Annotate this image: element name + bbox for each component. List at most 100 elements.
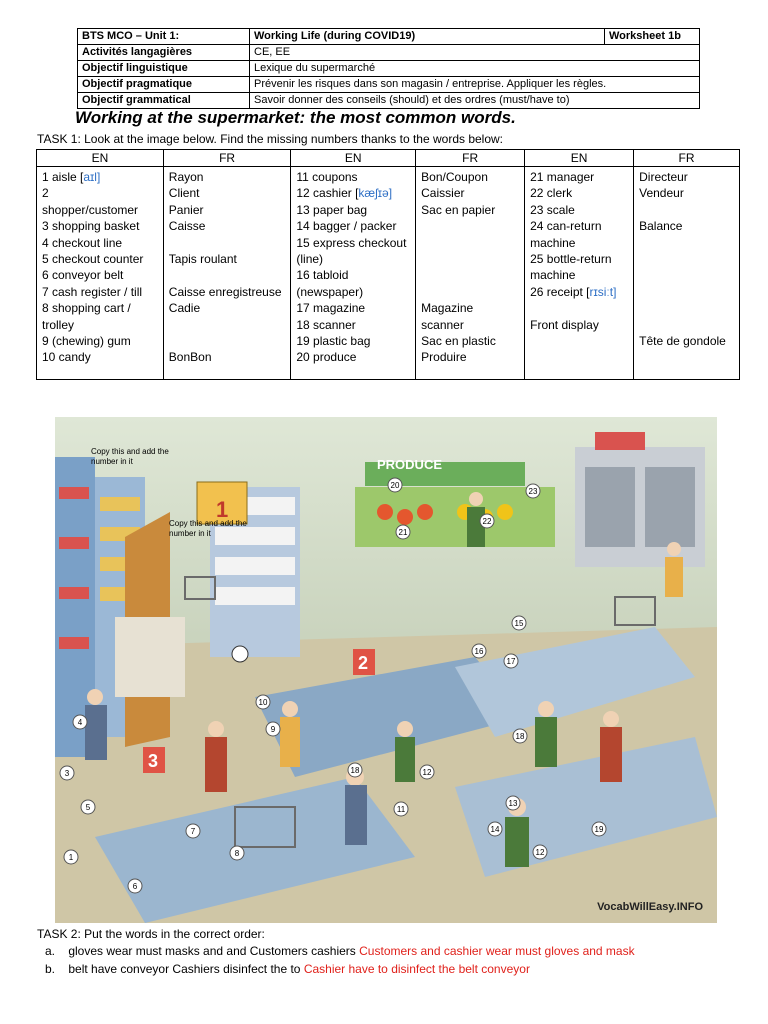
marker: 17 [503, 653, 519, 669]
vocab-entry: Caissier [421, 186, 465, 201]
svg-text:7: 7 [191, 827, 196, 836]
marker: 4 [72, 714, 88, 730]
vocab-entry: 19 plastic bag [296, 334, 371, 349]
marker: 12 [532, 844, 548, 860]
unit-cell: BTS MCO – Unit 1: [77, 28, 250, 45]
vocab-entry [421, 284, 521, 300]
blank-marker [231, 645, 249, 663]
vocab-entry: 9 (chewing) gum [42, 334, 131, 349]
svg-text:17: 17 [507, 657, 516, 666]
marker: 15 [511, 615, 527, 631]
vocab-entry: 1 aisle [aɪl] [42, 170, 101, 184]
svg-text:16: 16 [475, 647, 484, 656]
vocab-entry: BonBon [168, 350, 212, 365]
vocab-entry [421, 251, 521, 267]
svg-text:20: 20 [391, 481, 400, 490]
vocab-entry [639, 202, 736, 218]
header-label: Objectif linguistique [77, 60, 250, 77]
col-header: EN [524, 149, 635, 167]
svg-text:15: 15 [515, 619, 524, 628]
marker: 16 [471, 643, 487, 659]
vocab-entry: 14 bagger / packer [296, 219, 397, 234]
marker: 9 [265, 721, 281, 737]
vocab-entry: 23 scale [530, 202, 575, 217]
vocab-entry: Vendeur [639, 186, 684, 201]
vocab-entry [639, 267, 736, 283]
vocab-entry [169, 267, 288, 283]
vocab-entry: 24 can-return [530, 219, 602, 234]
vocab-entry: 12 cashier [kæʃɪə] [296, 186, 393, 201]
marker: 8 [229, 845, 245, 861]
svg-text:13: 13 [509, 799, 518, 808]
vocab-entry [169, 333, 288, 349]
svg-text:3: 3 [65, 769, 70, 778]
marker: 7 [185, 823, 201, 839]
svg-text:1: 1 [69, 853, 74, 862]
vocab-entry: 17 magazine [296, 301, 366, 316]
vocab-entry [639, 284, 736, 300]
shelves-illustration [55, 432, 717, 923]
vocab-entry: 6 conveyor belt [42, 268, 124, 283]
phonetic-transcription: kæʃɪə] [358, 186, 393, 201]
marker: 18 [347, 762, 363, 778]
svg-text:23: 23 [529, 487, 538, 496]
marker: 10 [255, 694, 271, 710]
svg-text:6: 6 [133, 882, 138, 891]
marker: 22 [479, 513, 495, 529]
number-markers: 20 21 22 23 17 16 15 10 9 4 3 5 1 7 8 6 … [59, 477, 607, 894]
vocab-entry [639, 235, 736, 251]
page-title: Working at the supermarket: the most com… [75, 108, 516, 127]
vocab-entry: Tapis roulant [168, 252, 237, 267]
marker: 21 [395, 524, 411, 540]
vocab-entry: Caisse enregistreuse [168, 284, 282, 299]
header-label: Objectif pragmatique [77, 76, 250, 93]
lane-sign-3: 3 [148, 751, 158, 771]
marker: 20 [387, 477, 403, 493]
header-value: Prévenir les risques dans son magasin / … [249, 76, 700, 93]
marker: 11 [393, 801, 409, 817]
vocab-entry: 15 express checkout [296, 235, 407, 250]
item-prompt: belt have conveyor Cashiers disinfect th… [68, 962, 301, 976]
worksheet-cell: Worksheet 1b [604, 28, 700, 45]
vocab-entry [421, 235, 521, 251]
marker: 19 [591, 821, 607, 837]
people-illustration [85, 492, 683, 867]
marker: 12 [419, 764, 435, 780]
col-header: FR [633, 149, 740, 167]
vocab-entry: Directeur [639, 170, 688, 184]
vocab-entry: trolley [42, 317, 75, 332]
item-prompt: gloves wear must masks and and Customers… [68, 944, 356, 958]
svg-text:10: 10 [259, 698, 268, 707]
image-credit: VocabWillEasy.INFO [597, 901, 703, 913]
vocab-entry: machine [530, 268, 576, 283]
svg-text:11: 11 [397, 805, 406, 814]
item-label: a. [45, 944, 56, 958]
task2-title: TASK 2: Put the words in the correct ord… [37, 927, 265, 941]
copy-note-2: Copy this and add the number in it [169, 519, 247, 538]
header-table: BTS MCO – Unit 1: Working Life (during C… [77, 28, 700, 109]
vocab-entry: 4 checkout line [42, 235, 123, 250]
vocab-entry: 22 clerk [530, 186, 573, 201]
header-label: Activités langagières [77, 44, 250, 61]
marker: 3 [59, 765, 75, 781]
vocab-entry: Sac en papier [421, 202, 496, 217]
marker: 18 [512, 728, 528, 744]
col-header: EN [290, 149, 417, 167]
copy-note-1: Copy this and add the number in it [91, 447, 169, 466]
col-header: FR [415, 149, 526, 167]
svg-text:8: 8 [235, 849, 240, 858]
phonetic-transcription: aɪl] [83, 170, 101, 184]
produce-sign: PRODUCE [377, 457, 442, 472]
vocab-entry: (line) [296, 252, 324, 267]
phonetic-transcription: rɪsiːt] [589, 284, 617, 299]
vocab-entry: machine [530, 235, 576, 250]
topic-cell: Working Life (during COVID19) [249, 28, 605, 45]
vocab-entry: Magazine [421, 301, 474, 316]
svg-text:4: 4 [78, 718, 83, 727]
